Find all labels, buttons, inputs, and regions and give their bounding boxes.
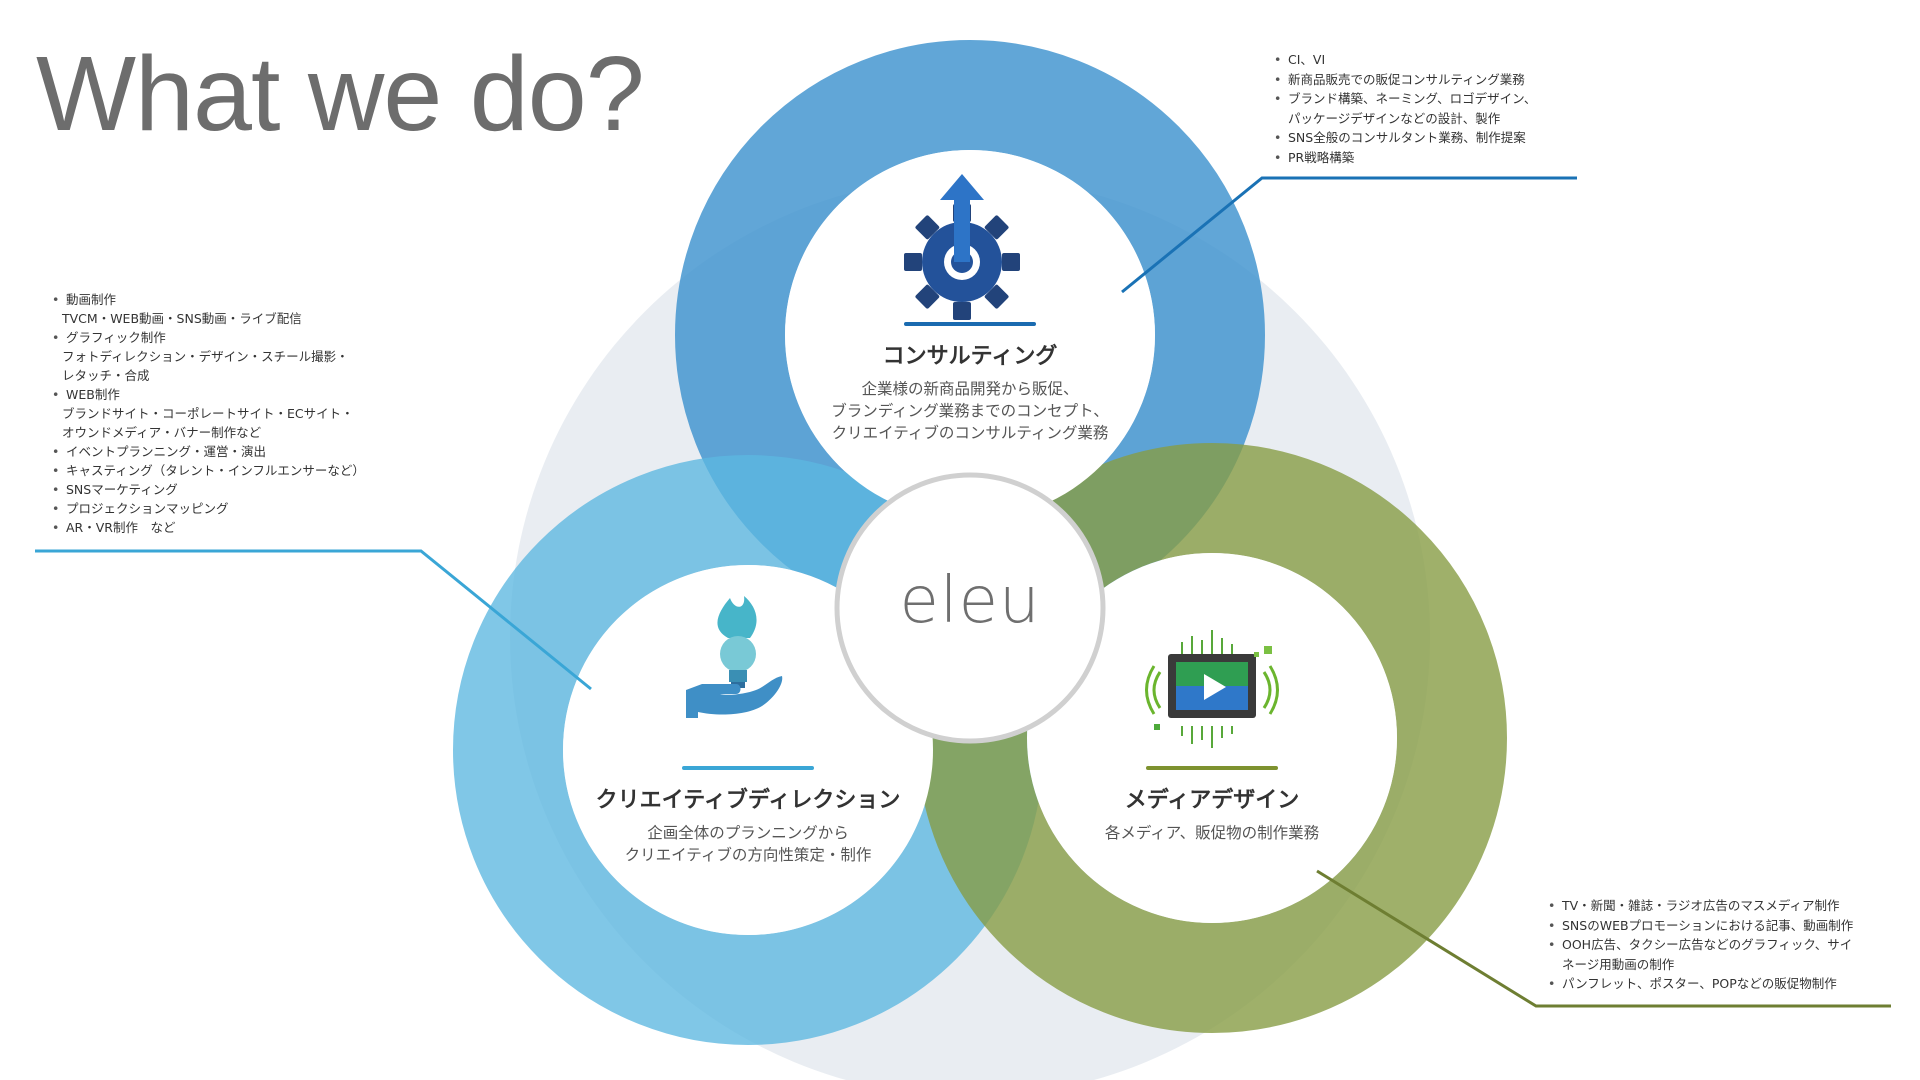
media-connector (1316, 869, 1891, 1008)
consulting-description: 企業様の新商品開発から販促、 ブランディング業務までのコンセプト、 クリエイティ… (790, 378, 1150, 444)
media-note-continuation: ネージ用動画の制作 (1562, 956, 1675, 972)
creative-node: クリエイティブディレクション 企画全体のプランニングから クリエイティブの方向性… (568, 766, 928, 866)
consulting-note: SNS全般のコンサルタント業務、制作提案 (1274, 128, 1536, 148)
media-description: 各メディア、販促物の制作業務 (1032, 822, 1392, 844)
creative-note-detail: TVCM・WEB動画・SNS動画・ライブ配信 (62, 311, 302, 326)
creative-note: グラフィック制作 (52, 328, 365, 347)
media-note: TV・新聞・雑誌・ラジオ広告のマスメディア制作 (1548, 896, 1853, 916)
creative-note-detail: フォトディレクション・デザイン・スチール撮影・ (62, 349, 349, 364)
media-note: SNSのWEBプロモーションにおける記事、動画制作 (1548, 916, 1853, 936)
creative-note: AR・VR制作 など (52, 518, 365, 537)
media-notes: TV・新聞・雑誌・ラジオ広告のマスメディア制作 SNSのWEBプロモーションにお… (1548, 896, 1853, 994)
consulting-node: コンサルティング 企業様の新商品開発から販促、 ブランディング業務までのコンセプ… (790, 322, 1150, 444)
consulting-note-continuation: パッケージデザインなどの設計、製作 (1288, 110, 1501, 126)
creative-disc (563, 565, 933, 935)
media-note: OOH広告、タクシー広告などのグラフィック、サイ (1548, 935, 1853, 955)
creative-note-detail: レタッチ・合成 (62, 368, 150, 383)
creative-note-detail: ブランドサイト・コーポレートサイト・ECサイト・ (62, 406, 354, 421)
lightbulb-hand-icon (686, 596, 783, 718)
creative-note: WEB制作 (52, 385, 365, 404)
center-disc (834, 472, 1106, 744)
video-screen-icon (1145, 630, 1279, 748)
creative-description: 企画全体のプランニングから クリエイティブの方向性策定・制作 (568, 822, 928, 866)
gear-arrow-icon (904, 174, 1020, 320)
creative-note: キャスティング（タレント・インフルエンサーなど） (52, 461, 365, 480)
creative-note: 動画制作 (52, 290, 365, 309)
media-node: メディアデザイン 各メディア、販促物の制作業務 (1032, 766, 1392, 844)
consulting-connector (1121, 176, 1577, 294)
creative-notes: 動画制作 TVCM・WEB動画・SNS動画・ライブ配信 グラフィック制作 フォト… (52, 290, 365, 537)
consulting-description-line: ブランディング業務までのコンセプト、 (831, 402, 1109, 420)
consulting-notes: CI、VI 新商品販売での販促コンサルティング業務 ブランド構築、ネーミング、ロ… (1274, 50, 1536, 167)
consulting-note: ブランド構築、ネーミング、ロゴデザイン、 (1274, 89, 1536, 109)
creative-note: イベントプランニング・運営・演出 (52, 442, 365, 461)
consulting-accent-line (904, 322, 1036, 326)
creative-description-line: クリエイティブの方向性策定・制作 (624, 846, 872, 864)
creative-accent-line (682, 766, 814, 770)
creative-note: SNSマーケティング (52, 480, 365, 499)
creative-description-line: 企画全体のプランニングから (647, 824, 849, 842)
media-title: メディアデザイン (1124, 788, 1300, 813)
consulting-disc (785, 150, 1155, 520)
creative-note-detail: オウンドメディア・バナー制作など (62, 425, 262, 440)
consulting-note: CI、VI (1274, 50, 1536, 70)
center-logo-text: eleu (899, 564, 1041, 638)
page-title: What we do? (36, 35, 645, 153)
media-description-line: 各メディア、販促物の制作業務 (1104, 824, 1320, 842)
creative-title: クリエイティブディレクション (595, 788, 901, 813)
media-accent-line (1146, 766, 1278, 770)
creative-note: プロジェクションマッピング (52, 499, 365, 518)
consulting-note: 新商品販売での販促コンサルティング業務 (1274, 70, 1536, 90)
creative-connector (35, 549, 592, 691)
media-note: パンフレット、ポスター、POPなどの販促物制作 (1548, 974, 1853, 994)
consulting-note: PR戦略構築 (1274, 148, 1536, 168)
consulting-description-line: クリエイティブのコンサルティング業務 (831, 424, 1109, 442)
consulting-description-line: 企業様の新商品開発から販促、 (861, 380, 1079, 398)
consulting-title: コンサルティング (882, 344, 1058, 369)
